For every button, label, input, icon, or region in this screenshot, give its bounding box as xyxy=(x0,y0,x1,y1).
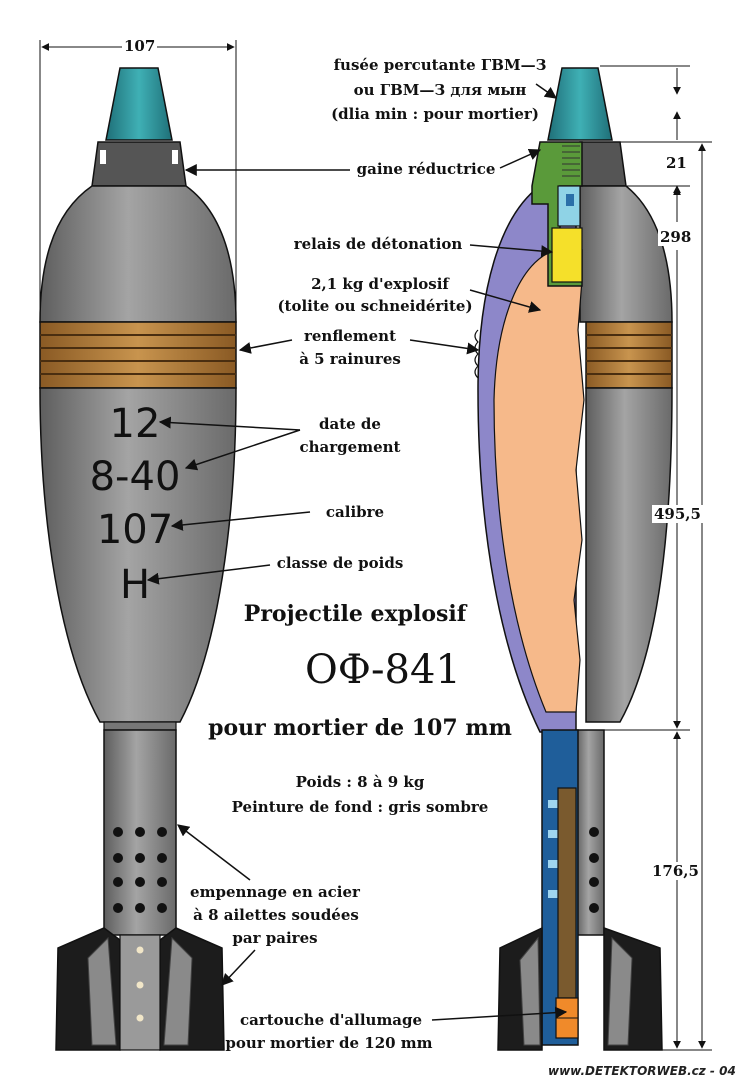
dim-21: 21 xyxy=(664,154,689,172)
label-calibre: calibre xyxy=(325,503,385,521)
right-cartridge xyxy=(557,787,577,999)
spec-weight: Poids : 8 à 9 kg xyxy=(295,773,425,791)
label-fuse-1: fusée percutante ГВМ—З xyxy=(333,56,547,74)
spec-paint: Peinture de fond : gris sombre xyxy=(231,798,489,816)
dim-298: 298 xyxy=(658,228,694,246)
leader-lines xyxy=(146,83,568,1021)
left-projectile xyxy=(39,67,237,1051)
left-fuse xyxy=(105,67,173,141)
label-empennage-3: par paires xyxy=(232,929,318,947)
left-boom xyxy=(103,721,177,731)
right-fuse xyxy=(547,67,613,141)
label-renflement-1: renflement xyxy=(303,327,397,345)
left-neck xyxy=(91,141,187,187)
label-date-1: date de xyxy=(319,415,381,433)
dim-width: 107 xyxy=(122,37,158,55)
dim-495: 495,5 xyxy=(652,505,703,523)
right-ogive-exterior xyxy=(579,185,673,323)
title-line2: pour mortier de 107 mm xyxy=(208,715,512,741)
dim-176: 176,5 xyxy=(650,862,701,880)
label-explosif-2: (tolite ou schneidérite) xyxy=(277,297,473,315)
label-fuse-2: ou ГВМ—З для мын xyxy=(353,81,527,99)
marking-caliber: 107 xyxy=(96,507,174,553)
right-booster xyxy=(551,227,583,283)
label-explosif-1: 2,1 kg d'explosif xyxy=(311,275,449,293)
label-classe: classe de poids xyxy=(276,554,404,572)
title-line1: Projectile explosif xyxy=(243,601,467,627)
marking-weight-class: H xyxy=(119,562,151,608)
length-dimensions xyxy=(580,65,712,1051)
left-bands xyxy=(39,321,237,389)
label-renflement-2: à 5 rainures xyxy=(299,350,401,368)
label-gaine: gaine réductrice xyxy=(356,160,496,178)
label-date-2: chargement xyxy=(299,438,401,456)
right-explosive xyxy=(493,249,585,713)
label-relais: relais de détonation xyxy=(293,235,463,253)
left-ogive xyxy=(39,185,237,323)
marking-date: 8-40 xyxy=(89,454,181,500)
label-cartouche-2: pour mortier de 120 mm xyxy=(225,1034,433,1052)
marking-day: 12 xyxy=(109,401,161,447)
left-body xyxy=(39,387,237,723)
credit-watermark: www.DETEKTORWEB.cz - 04 xyxy=(548,1064,736,1078)
right-projectile xyxy=(474,67,673,1051)
left-boom-holes xyxy=(113,827,167,913)
label-fuse-3: (dlia min : pour mortier) xyxy=(331,105,539,123)
label-empennage-2: à 8 ailettes soudées xyxy=(193,906,359,924)
title-model: ОФ-841 xyxy=(305,647,461,693)
label-cartouche-1: cartouche d'allumage xyxy=(239,1011,423,1029)
label-empennage-1: empennage en acier xyxy=(190,883,360,901)
